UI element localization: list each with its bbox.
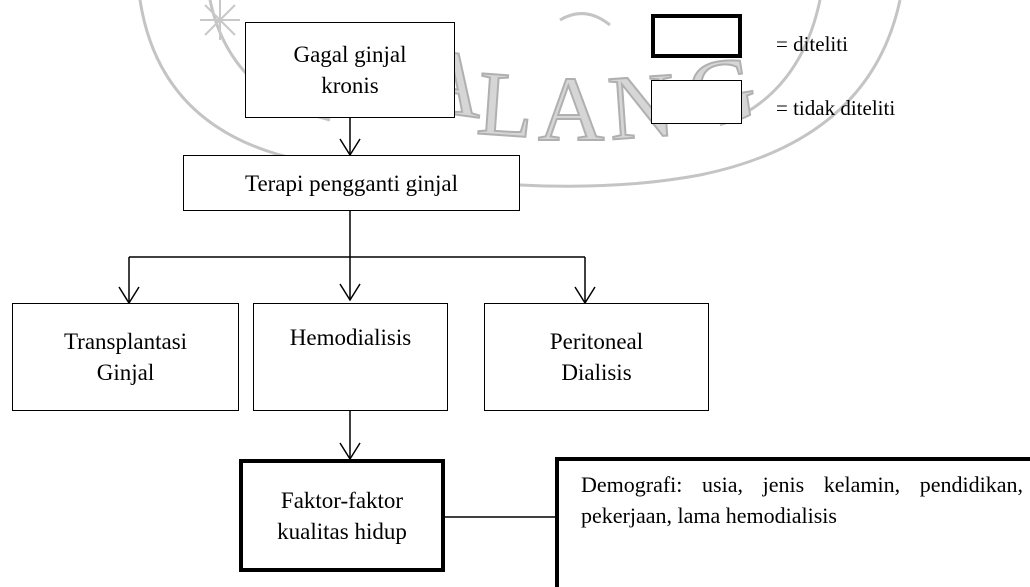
node-label: Gagal ginjal kronis xyxy=(293,42,407,98)
svg-text:L: L xyxy=(474,52,537,158)
node-label: Hemodialisis xyxy=(289,325,412,350)
node-kidney-replacement-therapy: Terapi pengganti ginjal xyxy=(183,155,520,211)
node-peritoneal-dialysis: Peritoneal Dialisis xyxy=(484,303,709,411)
node-kidney-transplant: Transplantasi Ginjal xyxy=(12,303,239,411)
node-label: Terapi pengganti ginjal xyxy=(245,170,458,196)
svg-text:N: N xyxy=(605,53,678,159)
legend-swatch-not-studied xyxy=(651,80,742,124)
legend-label-not-studied: = tidak diteliti xyxy=(776,96,896,120)
node-label: Peritoneal Dialisis xyxy=(549,329,644,385)
node-label: Faktor-faktor kualitas hidup xyxy=(277,487,407,544)
demographics-text: Demografi: usia, jenis kelamin, pendidik… xyxy=(581,472,1023,528)
legend-label-studied: = diteliti xyxy=(776,32,848,56)
node-chronic-kidney-failure: Gagal ginjal kronis xyxy=(245,22,455,118)
node-quality-of-life-factors: Faktor-faktor kualitas hidup xyxy=(239,459,445,572)
arrowhead xyxy=(339,283,361,302)
node-demographics: Demografi: usia, jenis kelamin, pendidik… xyxy=(555,457,1030,587)
node-hemodialysis: Hemodialisis xyxy=(253,303,448,411)
svg-text:A: A xyxy=(538,58,604,160)
legend-swatch-studied xyxy=(651,14,742,58)
node-label: Transplantasi Ginjal xyxy=(63,329,188,385)
